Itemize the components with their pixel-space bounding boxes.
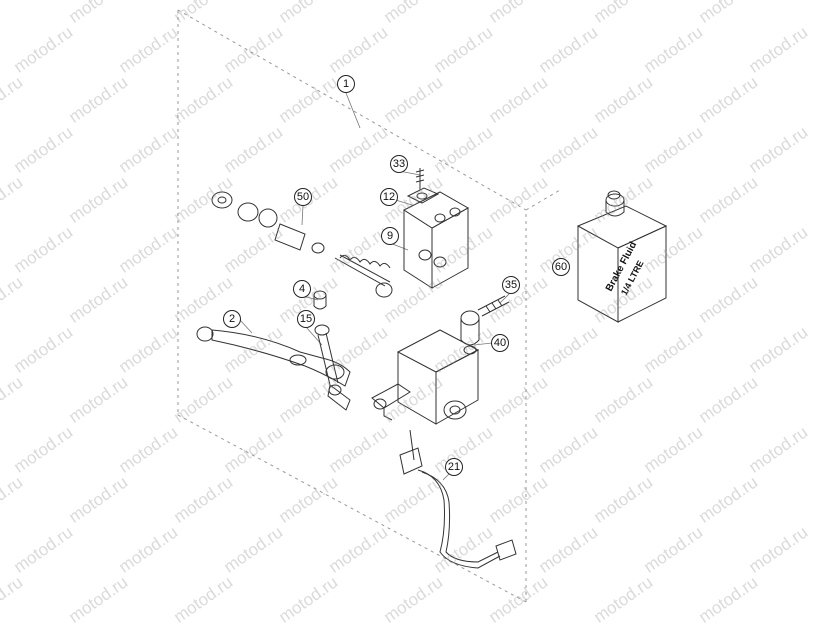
brake-fluid-bottle <box>576 190 668 323</box>
brake-switch-part <box>399 429 517 569</box>
brake-lever-part <box>196 326 351 411</box>
callout-15[interactable]: 15 <box>297 310 315 328</box>
leader-lines <box>239 92 512 481</box>
callout-50[interactable]: 50 <box>294 188 312 206</box>
reservoir-cover-part <box>402 191 470 289</box>
callout-33[interactable]: 33 <box>390 155 408 173</box>
bleed-screw-part <box>477 295 510 317</box>
callout-9[interactable]: 9 <box>381 227 399 245</box>
piston-kit-part <box>211 191 393 298</box>
callout-4[interactable]: 4 <box>293 280 311 298</box>
callout-60[interactable]: 60 <box>552 258 570 276</box>
master-cylinder-body <box>371 329 480 425</box>
screw-part <box>415 168 425 190</box>
frame-lines <box>177 9 561 603</box>
reservoir-cap-part <box>406 187 440 204</box>
callout-12[interactable]: 12 <box>380 188 398 206</box>
callout-1[interactable]: 1 <box>337 75 355 93</box>
callout-40[interactable]: 40 <box>491 334 509 352</box>
pivot-pin-part <box>313 290 327 310</box>
callout-21[interactable]: 21 <box>445 458 463 476</box>
banjo-fitting-part <box>460 310 480 355</box>
callout-35[interactable]: 35 <box>502 276 520 294</box>
bottle-label: Brake Fluid 1/4 LTRE <box>604 240 646 297</box>
callout-2[interactable]: 2 <box>223 310 241 328</box>
